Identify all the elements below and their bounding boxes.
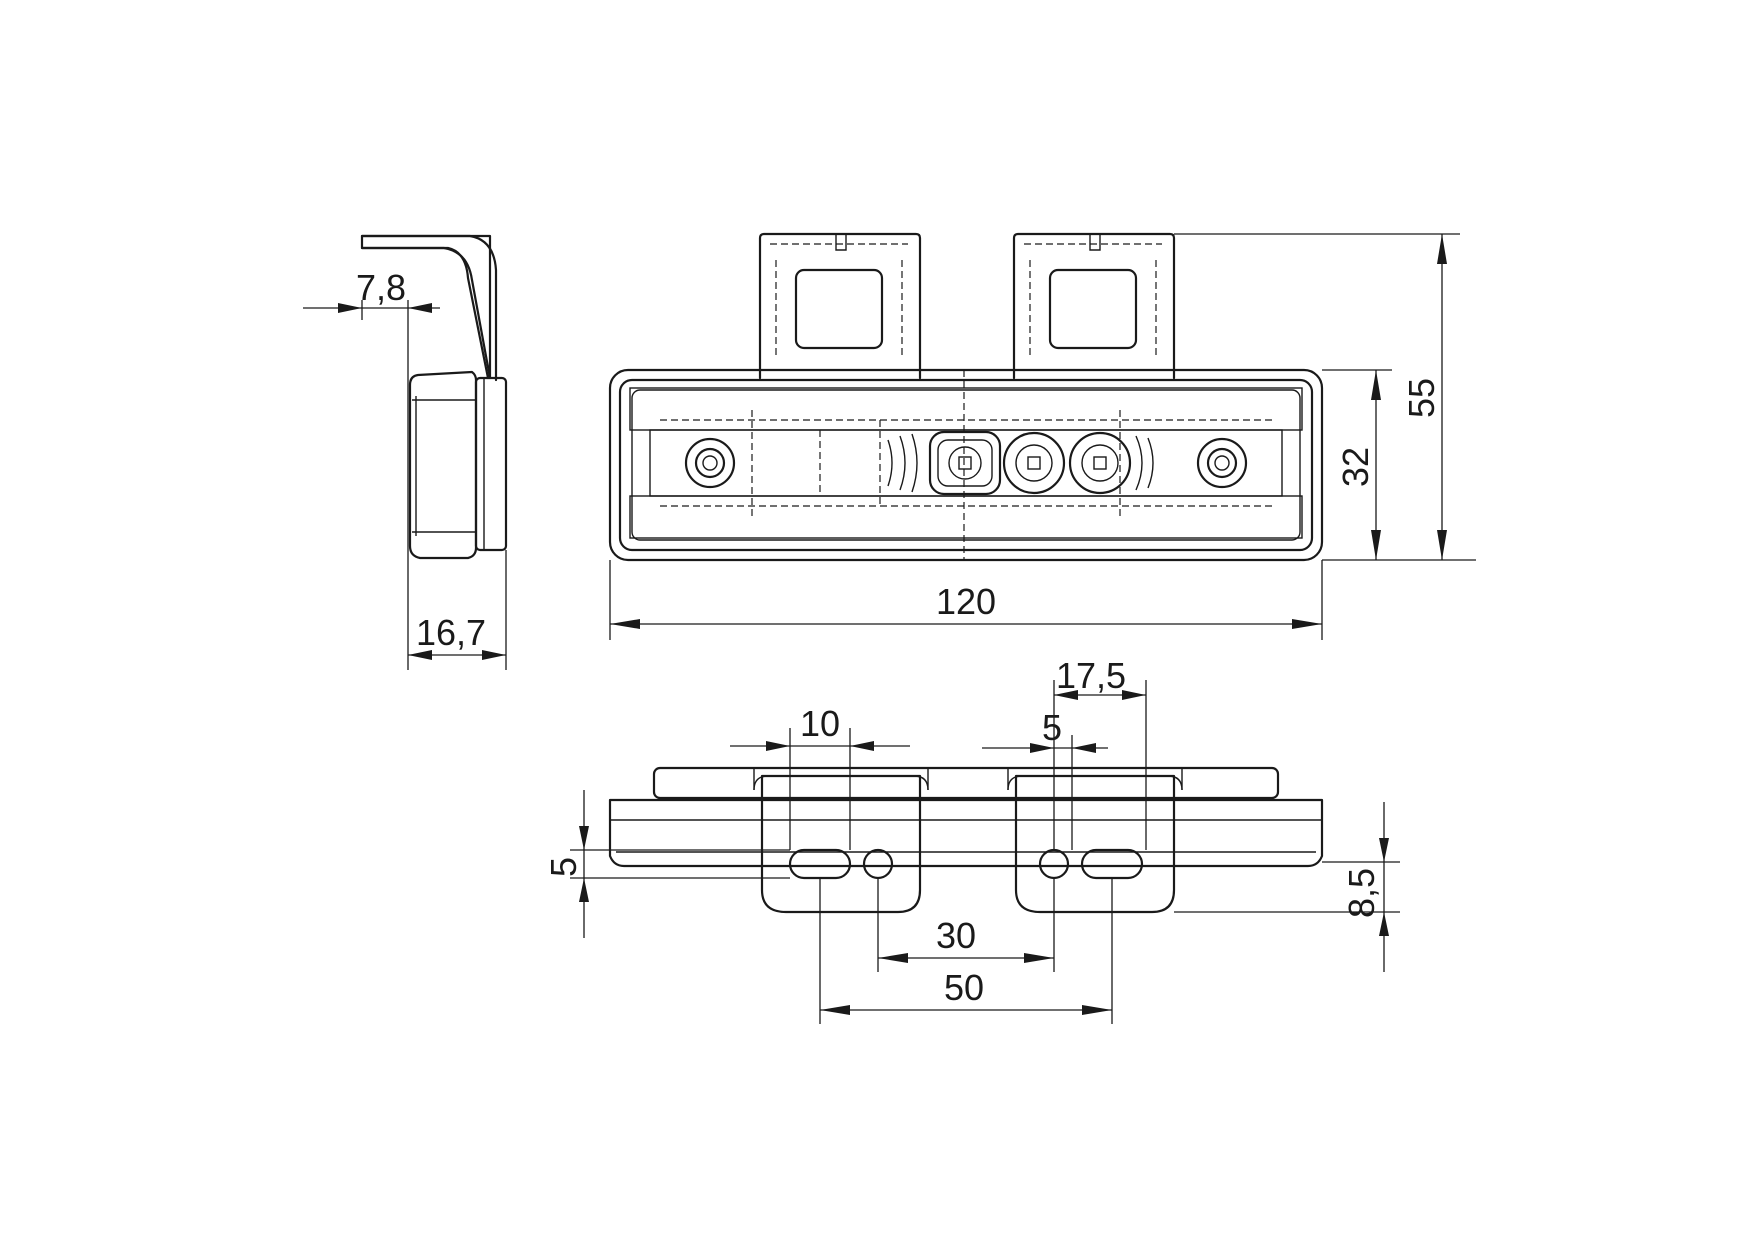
side-view (360, 234, 508, 560)
bottom-view (608, 766, 1324, 914)
dim-label-30: 30 (936, 915, 976, 956)
dim-bottom-hole-offset: 17,5 (1053, 655, 1147, 850)
dim-label-55: 55 (1401, 378, 1442, 418)
dim-label-16-7: 16,7 (416, 612, 486, 653)
dim-bottom-hole-spacing: 5 (982, 707, 1108, 850)
front-view (608, 232, 1324, 562)
dim-bottom-hole-height: 5 (543, 790, 790, 938)
dim-label-17-5: 17,5 (1056, 655, 1126, 696)
dim-label-7-8: 7,8 (356, 267, 406, 308)
dim-side-depth: 16,7 (408, 550, 507, 670)
dim-label-8-5: 8,5 (1341, 868, 1382, 918)
dim-label-5-horizontal: 5 (1042, 707, 1062, 748)
dim-front-body-height: 32 (1322, 369, 1476, 561)
dim-label-10: 10 (800, 703, 840, 744)
dim-front-total-height: 55 (1174, 233, 1460, 560)
dim-bottom-bracket-depth: 8,5 (1174, 802, 1400, 972)
dim-front-width: 120 (609, 560, 1323, 640)
dim-bottom-distance-50: 50 (819, 878, 1113, 1024)
dim-label-32: 32 (1335, 447, 1376, 487)
dim-bottom-tab-width: 10 (730, 703, 910, 850)
dim-label-50: 50 (944, 967, 984, 1008)
dim-bottom-distance-30: 30 (877, 878, 1055, 972)
dim-label-120: 120 (936, 581, 996, 622)
dim-side-offset: 7,8 (303, 267, 440, 670)
dim-label-5-vertical: 5 (543, 857, 584, 877)
